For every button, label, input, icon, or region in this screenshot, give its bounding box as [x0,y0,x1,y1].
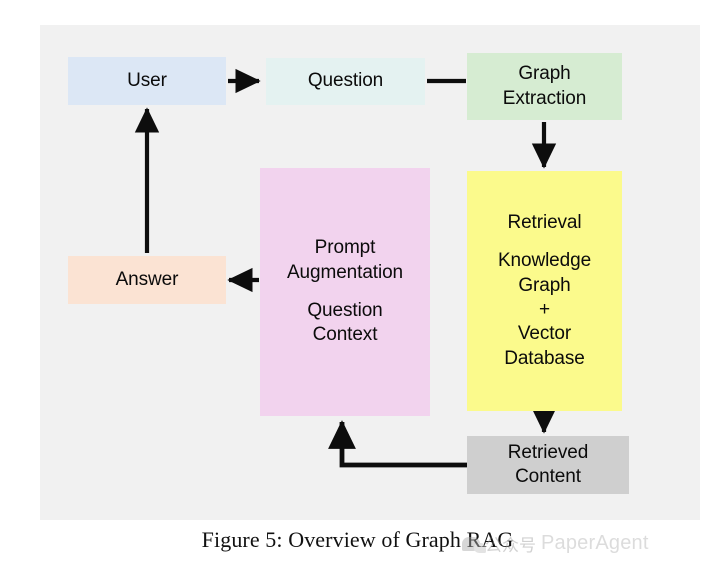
node-retrieval[interactable]: Retrieval Knowledge Graph + Vector Datab… [467,171,622,411]
node-graph-extraction-line1: Graph [518,63,571,85]
edge-retrieved-content-to-prompt-augmentation [328,420,467,468]
node-user[interactable]: User [68,57,226,105]
node-prompt-augmentation[interactable]: Prompt Augmentation Question Context [260,168,430,416]
node-graph-extraction-line2: Extraction [502,87,587,109]
node-question[interactable]: Question [266,58,425,105]
node-prompt-line3: Question [307,300,383,321]
node-retrieval-line1: Retrieval [507,212,582,234]
node-retrieved-content-line2: Content [515,466,581,487]
node-retrieval-line2: Knowledge [497,250,592,272]
node-retrieval-line6: Database [504,347,585,369]
node-retrieval-line3: Graph [518,274,571,296]
node-graph-extraction[interactable]: Graph Extraction [467,53,622,120]
node-user-label: User [127,69,167,91]
node-retrieval-line5: Vector [517,323,572,345]
node-retrieved-content-line1: Retrieved [507,441,589,463]
node-answer[interactable]: Answer [68,256,226,304]
node-retrieved-content[interactable]: Retrieved Content [467,436,629,494]
diagram-canvas: User Question Graph Extraction Retrieval… [40,25,700,520]
node-prompt-line4: Context [312,324,378,346]
node-retrieval-line4: + [539,299,550,320]
node-prompt-line2: Augmentation [286,261,404,283]
figure-caption: Figure 5: Overview of Graph RAG [201,527,514,552]
node-question-label: Question [307,70,384,92]
node-prompt-line1: Prompt [314,237,376,259]
node-answer-label: Answer [115,268,179,290]
